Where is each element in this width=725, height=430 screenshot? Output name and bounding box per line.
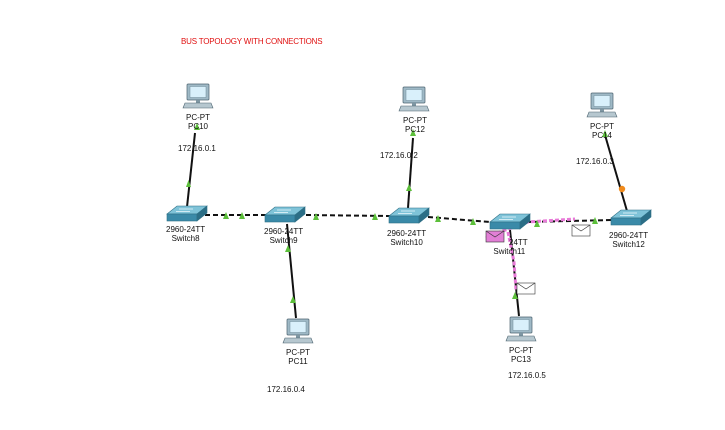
- pc-icon[interactable]: [505, 316, 537, 342]
- pc-name: PC11: [288, 357, 308, 366]
- switch-name: Switch10: [390, 238, 423, 247]
- pc-label: PC-PT PC10: [186, 113, 210, 131]
- link-pending-icon: [618, 185, 626, 193]
- link-up-icon: [239, 212, 245, 219]
- link-switch11-switch12: [525, 219, 614, 223]
- link-pc14-switch12: [604, 134, 628, 212]
- link-up-icon: [313, 213, 319, 220]
- link-up-icon: [435, 215, 441, 222]
- link-up-icon: [406, 184, 412, 191]
- link-status-indicators: [186, 123, 626, 303]
- link-up-icon: [534, 220, 540, 227]
- diagram-title: BUS TOPOLOGY WITH CONNECTIONS: [181, 37, 323, 46]
- switch-name: Switch9: [269, 236, 298, 245]
- links: [186, 132, 628, 319]
- pc-name: PC14: [591, 131, 612, 140]
- switch-name: Switch8: [171, 234, 200, 243]
- traffic-path-down: [506, 231, 518, 291]
- pc-icon[interactable]: [398, 86, 430, 112]
- switch-icon[interactable]: [610, 209, 652, 226]
- switch-label: 2960-24TT Switch12: [609, 231, 648, 249]
- pc-icon[interactable]: [282, 318, 314, 344]
- pc-label: PC-PT PC14: [590, 122, 614, 140]
- pc-icon[interactable]: [586, 92, 618, 118]
- switch-model: 2960-24TT: [166, 225, 206, 234]
- pc-label: PC-PT PC11: [286, 348, 310, 366]
- pc-name: PC10: [187, 122, 208, 131]
- link-up-icon: [186, 180, 191, 187]
- link-up-icon: [592, 217, 598, 224]
- switch-icon[interactable]: [264, 206, 306, 223]
- envelope-icon[interactable]: [485, 230, 505, 243]
- switch-label: 2960-24TT Switch10: [387, 229, 426, 247]
- ip-address-label: 172.16.0.5: [508, 371, 546, 380]
- pc-type: PC-PT: [590, 122, 614, 131]
- pc-name: PC13: [510, 355, 531, 364]
- pc-label: PC-PT PC12: [403, 116, 427, 134]
- link-up-icon: [194, 123, 200, 130]
- link-switch9-switch10: [305, 214, 391, 217]
- pc-type: PC-PT: [186, 113, 210, 122]
- switch-icon[interactable]: [388, 207, 430, 224]
- pc-type: PC-PT: [509, 346, 533, 355]
- link-up-icon: [290, 296, 296, 303]
- switch-icon[interactable]: [166, 205, 208, 222]
- pc-icon[interactable]: [182, 83, 214, 109]
- switch-label: 2960-24TT Switch9: [264, 227, 303, 245]
- switch-label: 2960-24TT Switch8: [166, 225, 205, 243]
- link-up-icon: [372, 213, 378, 220]
- ip-address-label: 172.16.0.2: [380, 151, 418, 160]
- envelope-icon[interactable]: [516, 282, 536, 295]
- link-up-icon: [223, 212, 229, 219]
- ip-address-label: 172.16.0.4: [267, 385, 305, 394]
- switch-model: 2960-24TT: [387, 229, 427, 238]
- switch-name: Switch11: [493, 247, 526, 256]
- ip-address-label: 172.16.0.3: [576, 157, 614, 166]
- envelope-icon[interactable]: [571, 224, 591, 237]
- switch-model: 24TT: [509, 238, 528, 247]
- link-up-icon: [512, 292, 518, 299]
- link-up-icon: [470, 218, 476, 225]
- switch-model: 2960-24TT: [264, 227, 304, 236]
- pc-type: PC-PT: [286, 348, 310, 357]
- link-up-icon: [410, 129, 416, 136]
- link-up-icon: [285, 245, 291, 252]
- ip-address-label: 172.16.0.1: [178, 144, 216, 153]
- switch-name: Switch12: [612, 240, 645, 249]
- pc-type: PC-PT: [403, 116, 427, 125]
- link-pc12-switch10: [407, 137, 414, 209]
- pc-name: PC12: [404, 125, 425, 134]
- link-pc10-switch8: [186, 132, 196, 208]
- link-up-icon: [602, 130, 608, 137]
- switch-icon[interactable]: [489, 213, 531, 230]
- switch-label: 24TT Switch11: [493, 238, 528, 256]
- switch-model: 2960-24TT: [609, 231, 649, 240]
- pc-label: PC-PT PC13: [509, 346, 533, 364]
